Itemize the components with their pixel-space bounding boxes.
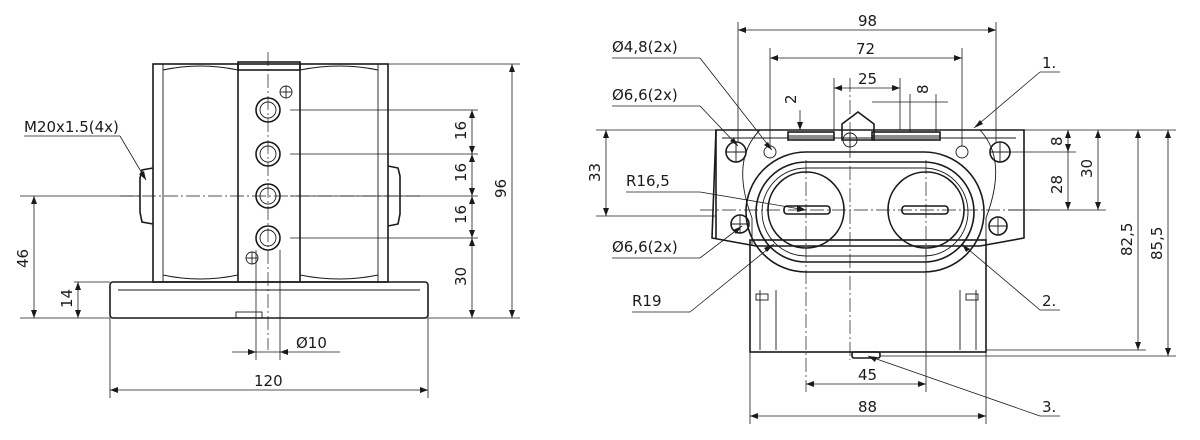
gasket-inner (755, 161, 975, 263)
dim-dia66-top: Ø6,6(2x) (612, 86, 678, 104)
small-hole-right (955, 145, 969, 159)
dim-45: 45 (858, 366, 877, 384)
dim-r19: R19 (632, 292, 662, 310)
dim-33: 33 (586, 163, 604, 182)
gasket-outer (745, 151, 985, 273)
dim-120: 120 (254, 372, 283, 390)
dim-46: 46 (14, 249, 32, 268)
dim-r165: R16,5 (626, 172, 670, 190)
lower-housing (749, 239, 987, 353)
dim-8-top: 8 (914, 84, 932, 94)
bottom-stud (851, 351, 881, 359)
right-gland (387, 165, 401, 227)
dim-25: 25 (858, 70, 877, 88)
dim-14: 14 (58, 289, 76, 308)
callout-3: 3. (1042, 398, 1056, 416)
left-view: 16 16 16 30 96 46 14 120 Ø10 (14, 52, 520, 398)
dim-825: 82,5 (1118, 223, 1136, 256)
dim-28: 28 (1048, 175, 1066, 194)
dim-dia10: Ø10 (296, 334, 327, 352)
right-view: 98 72 25 2 8 Ø4,8(2x) Ø6,6(2x) (586, 12, 1176, 424)
top-pin (841, 111, 875, 141)
dim-88: 88 (858, 398, 877, 416)
callout-1: 1. (1042, 54, 1056, 72)
dim-16-b: 16 (452, 163, 470, 182)
callout-2: 2. (1042, 292, 1056, 310)
dim-16-c: 16 (452, 205, 470, 224)
dim-72: 72 (856, 40, 875, 58)
dim-16-a: 16 (452, 121, 470, 140)
dim-30-left: 30 (452, 267, 470, 286)
dim-855: 85,5 (1148, 227, 1166, 260)
dim-96: 96 (492, 179, 510, 198)
thread-label: M20x1.5(4x) (24, 118, 119, 136)
left-gland (139, 167, 154, 225)
dim-2: 2 (782, 94, 800, 104)
dim-dia48: Ø4,8(2x) (612, 38, 678, 56)
dim-30-right: 30 (1078, 159, 1096, 178)
base-plate (109, 281, 429, 319)
dim-dia66-bottom: Ø6,6(2x) (612, 238, 678, 256)
dim-8-right: 8 (1048, 136, 1066, 146)
body-block (152, 63, 389, 283)
dim-98: 98 (858, 12, 877, 30)
